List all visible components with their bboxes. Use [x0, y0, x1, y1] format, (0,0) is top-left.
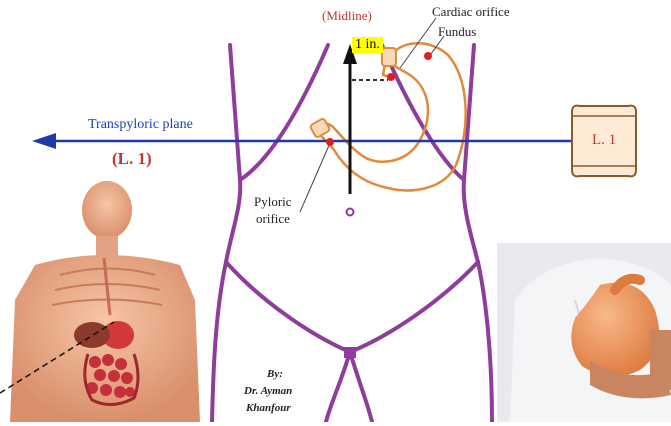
esophagus-stub [382, 48, 396, 66]
stomach-model-photo [497, 243, 671, 422]
pyloric-orifice-marker [326, 138, 334, 146]
cardiac-orifice-marker [387, 73, 395, 81]
pubic-symphysis-marker [344, 347, 356, 358]
credit-author-first: Dr. Ayman [244, 386, 292, 397]
anatomy-figure-image [0, 181, 205, 422]
pyloric-orifice-label: Pyloric [254, 195, 292, 208]
fundus-label: Fundus [438, 25, 476, 38]
umbilicus-marker [347, 209, 354, 216]
one-inch-label: 1 in. [352, 37, 383, 53]
transpyloric-plane-label: Transpyloric plane [88, 118, 193, 132]
midline-label: (Midline) [322, 9, 372, 22]
cardiac-orifice-label: Cardiac orifice [432, 5, 510, 18]
cardiac-pointer-line [400, 18, 436, 68]
plane-arrowhead [32, 133, 56, 149]
pyloric-orifice-label-line2: orifice [256, 212, 290, 225]
credit-author-last: Khanfour [246, 403, 291, 414]
pyloric-pointer-line [300, 143, 330, 212]
l1-vertebra-label: L. 1 [592, 133, 616, 148]
credit-by: By: [267, 369, 283, 380]
fundus-marker [424, 52, 432, 60]
l1-level-label: (L. 1) [112, 150, 152, 167]
body-outline [212, 45, 492, 422]
duodenum-stub [310, 118, 331, 138]
